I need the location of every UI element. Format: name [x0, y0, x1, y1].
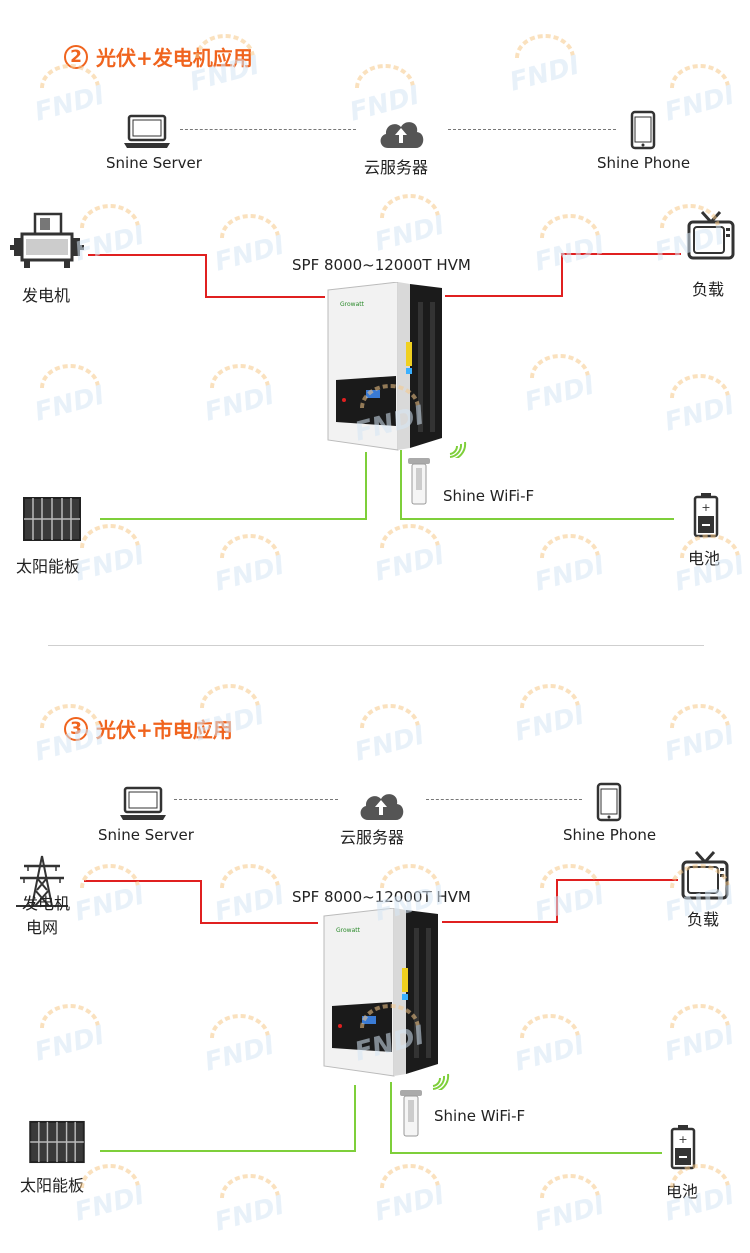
- cloud-label: 云服务器: [340, 828, 405, 847]
- dc-wire: [390, 1152, 662, 1154]
- ac-wire: [88, 254, 206, 256]
- server-label: Snine Server: [106, 154, 202, 172]
- ac-wire: [84, 880, 202, 882]
- section-title: 光伏+发电机应用: [96, 46, 253, 70]
- svg-text:+: +: [678, 1133, 687, 1146]
- svg-text:+: +: [701, 501, 710, 514]
- inverter-device: Growatt: [326, 282, 446, 454]
- network-link: [174, 799, 338, 800]
- dc-wire: [365, 452, 367, 520]
- brand-logo: Growatt: [340, 301, 365, 308]
- generator-icon: [10, 212, 84, 270]
- cloud-label: 云服务器: [364, 158, 429, 177]
- tablet-phone-icon: [596, 782, 622, 822]
- dc-wire: [100, 1150, 356, 1152]
- section-divider: [48, 645, 704, 646]
- generator-label: 发电机: [22, 286, 71, 305]
- section-heading: 3 光伏+市电应用: [64, 714, 233, 743]
- server-label: Snine Server: [98, 826, 194, 844]
- inverter-device: Growatt: [322, 908, 442, 1080]
- wifi-label: Shine WiFi-F: [443, 487, 535, 505]
- ac-wire: [200, 922, 318, 924]
- network-link: [180, 129, 356, 130]
- ac-wire: [561, 253, 563, 297]
- battery-label: 电池: [688, 549, 721, 568]
- dc-wire: [400, 450, 402, 520]
- load-label: 负载: [687, 910, 720, 929]
- ac-wire: [205, 296, 325, 298]
- section-pv-generator: 2 光伏+发电机应用 Snine Server 云服务器 Shine Phone: [10, 42, 736, 576]
- phone-label: Shine Phone: [597, 154, 691, 172]
- ac-wire: [442, 921, 558, 923]
- power-tower-icon: [14, 854, 70, 908]
- ac-wire: [556, 879, 678, 881]
- tv-icon: [680, 850, 730, 902]
- tv-icon: [686, 210, 736, 262]
- inverter-model-label: SPF 8000~12000T HVM: [292, 888, 471, 906]
- battery-icon: +: [670, 1124, 696, 1170]
- cloud-upload-icon: [356, 788, 406, 822]
- section-title: 光伏+市电应用: [96, 718, 233, 742]
- ac-wire: [205, 254, 207, 298]
- network-link: [426, 799, 582, 800]
- network-link: [448, 129, 616, 130]
- ac-wire: [561, 253, 681, 255]
- wifi-signal-icon: [447, 434, 467, 458]
- dc-wire: [390, 1082, 392, 1154]
- battery-label: 电池: [666, 1182, 699, 1201]
- phone-label: Shine Phone: [563, 826, 657, 844]
- laptop-icon: [123, 114, 171, 150]
- wifi-dongle-icon: [406, 456, 434, 508]
- dc-wire: [100, 518, 367, 520]
- solar-panel-label: 太阳能板: [20, 1176, 85, 1195]
- section-number: 3: [64, 716, 88, 741]
- solar-panel-label: 太阳能板: [16, 557, 81, 576]
- wifi-dongle-icon: [398, 1088, 426, 1140]
- laptop-icon: [119, 786, 167, 822]
- cloud-upload-icon: [376, 116, 426, 150]
- load-label: 负载: [692, 280, 725, 299]
- solar-panel-icon: [22, 496, 82, 542]
- dc-wire: [400, 518, 674, 520]
- generator-overlay-label: 发电机: [22, 894, 71, 913]
- wifi-signal-icon: [430, 1066, 450, 1090]
- inverter-model-label: SPF 8000~12000T HVM: [292, 256, 471, 274]
- dc-wire: [354, 1085, 356, 1152]
- tablet-phone-icon: [630, 110, 656, 150]
- section-number: 2: [64, 44, 88, 69]
- wifi-label: Shine WiFi-F: [434, 1107, 526, 1125]
- section-pv-grid: 3 光伏+市电应用 Snine Server 云服务器 Shine Phone: [0, 670, 750, 1253]
- solar-panel-icon: [28, 1120, 86, 1164]
- grid-label: 电网: [26, 918, 59, 937]
- ac-wire: [445, 295, 563, 297]
- section-heading: 2 光伏+发电机应用: [64, 42, 253, 71]
- ac-wire: [200, 880, 202, 924]
- ac-wire: [556, 879, 558, 923]
- brand-logo: Growatt: [336, 927, 361, 934]
- battery-icon: +: [693, 492, 719, 538]
